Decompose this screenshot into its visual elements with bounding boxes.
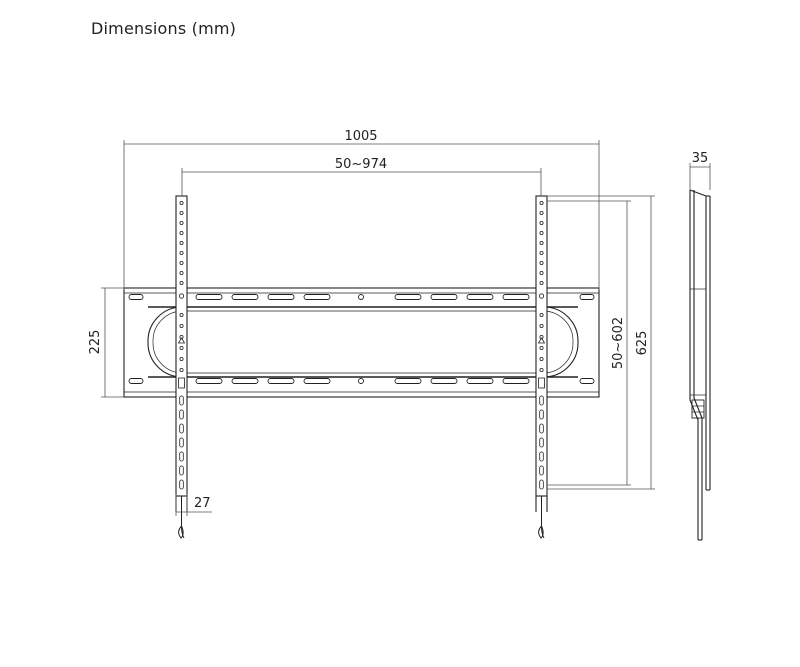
rail-slot	[539, 465, 544, 476]
rail-slot	[179, 465, 184, 476]
rail-slot	[539, 451, 544, 462]
front-view	[123, 195, 600, 539]
rail-hole	[179, 280, 184, 285]
dimension-lines	[101, 140, 711, 516]
right-rail-holes	[537, 200, 546, 490]
rail-hole	[179, 345, 184, 350]
rail-hole	[179, 260, 184, 265]
rail-slot	[539, 423, 544, 434]
plate-center-hole	[358, 294, 364, 300]
plate-center-hole	[358, 378, 364, 384]
rail-hole	[178, 293, 185, 299]
rail-slot	[179, 437, 184, 448]
rail-hole	[539, 210, 544, 215]
rail-slot	[539, 479, 544, 490]
plate-slots	[128, 294, 595, 384]
plate-slot	[267, 294, 295, 300]
rail-slot	[179, 423, 184, 434]
plate-slot	[231, 294, 259, 300]
rail-slot	[179, 409, 184, 420]
rail-hole	[539, 250, 544, 255]
plate-slot	[502, 378, 530, 384]
rail-hole	[179, 200, 184, 205]
rail-hole	[539, 230, 544, 235]
dim-rail-spacing-label: 50~974	[335, 157, 387, 172]
rail-hole	[539, 240, 544, 245]
rail-slot	[179, 451, 184, 462]
plate-slot	[128, 378, 144, 384]
rail-hole	[179, 230, 184, 235]
plate-slot	[502, 294, 530, 300]
rail-hole	[179, 210, 184, 215]
rail-arrow-marker	[177, 337, 186, 344]
rail-hole	[539, 356, 544, 361]
rail-hole	[539, 270, 544, 275]
rail-hole	[179, 367, 184, 372]
rail-hole	[179, 356, 184, 361]
rail-hole	[539, 367, 544, 372]
plate-slot	[466, 294, 494, 300]
rail-hole	[179, 240, 184, 245]
dim-overall-width-label: 1005	[344, 129, 377, 144]
plate-slot	[195, 378, 223, 384]
rail-lock-bracket	[178, 377, 185, 389]
page-title: Dimensions (mm)	[91, 19, 237, 38]
rail-slot	[539, 409, 544, 420]
rail-slot	[179, 395, 184, 406]
rail-hole	[538, 293, 545, 299]
rail-hole	[179, 312, 184, 317]
rail-arrow-marker	[537, 337, 546, 344]
rail-hole	[539, 220, 544, 225]
plate-slot	[128, 294, 144, 300]
left-rail	[175, 195, 188, 539]
plate-slot	[267, 378, 295, 384]
rail-hole	[179, 250, 184, 255]
rail-slot	[539, 437, 544, 448]
rail-hole	[179, 220, 184, 225]
rail-hole	[539, 200, 544, 205]
wall-plate	[123, 287, 600, 398]
rail-hole	[539, 260, 544, 265]
plate-slot	[430, 378, 458, 384]
right-rail	[535, 195, 548, 539]
rail-hole	[179, 270, 184, 275]
plate-slot	[394, 294, 422, 300]
rail-lock-bracket	[538, 377, 545, 389]
plate-slot	[303, 378, 331, 384]
plate-slot	[579, 378, 595, 384]
rail-hole	[539, 280, 544, 285]
plate-slot	[579, 294, 595, 300]
left-rail-holes	[177, 200, 186, 490]
plate-slot	[430, 294, 458, 300]
dim-profile-depth-label: 35	[692, 151, 709, 166]
rail-hole	[539, 312, 544, 317]
plate-slot	[394, 378, 422, 384]
rail-slot	[539, 395, 544, 406]
dim-rail-width-label: 27	[194, 496, 211, 511]
dim-overall-height-label: 625	[635, 331, 650, 356]
plate-slot	[466, 378, 494, 384]
dim-vertical-spacing-label: 50~602	[611, 317, 626, 369]
rail-slot	[179, 479, 184, 490]
rail-hole	[539, 345, 544, 350]
plate-slot	[231, 378, 259, 384]
rail-hole	[179, 323, 184, 328]
plate-slot	[303, 294, 331, 300]
rail-hole	[539, 323, 544, 328]
side-profile-view	[689, 189, 711, 541]
dim-plate-height-label: 225	[88, 330, 103, 355]
plate-slot	[195, 294, 223, 300]
